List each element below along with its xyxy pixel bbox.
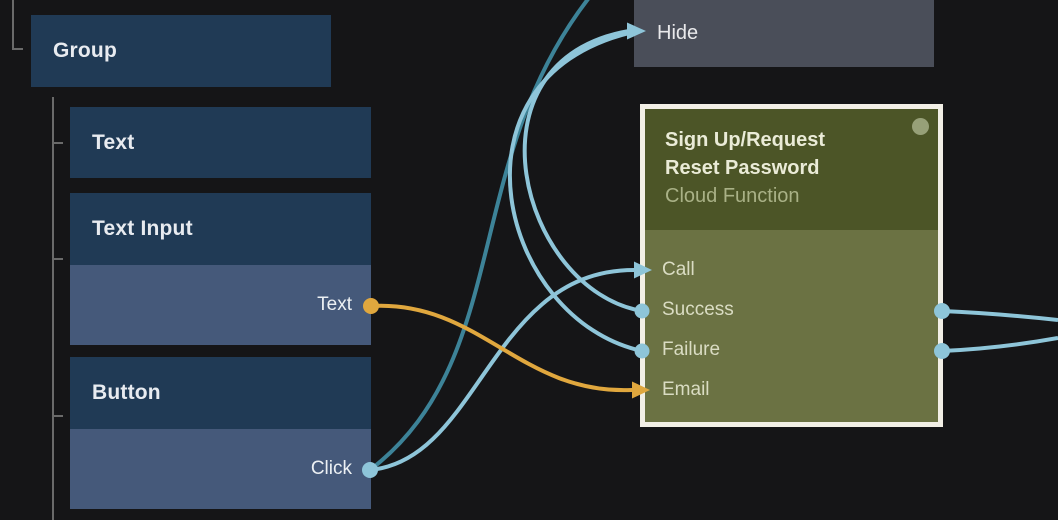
port-call-label[interactable]: Call bbox=[662, 259, 695, 280]
node-text[interactable]: Text bbox=[70, 107, 371, 178]
tree-line-root bbox=[12, 0, 23, 50]
node-text-input[interactable]: Text Input bbox=[70, 193, 371, 265]
node-text-input-ports[interactable]: Text bbox=[70, 265, 371, 345]
node-hide[interactable]: Hide bbox=[634, 0, 934, 67]
wire-failure-to-hide[interactable] bbox=[507, 31, 644, 353]
wire-success-to-offscreen-right[interactable] bbox=[941, 309, 1058, 322]
cloud-function-ports[interactable]: Call Success Failure Email bbox=[645, 230, 938, 422]
port-failure-label[interactable]: Failure bbox=[662, 339, 721, 360]
cloud-function-subtitle: Cloud Function bbox=[665, 185, 800, 207]
wire-success-to-hide[interactable] bbox=[522, 29, 644, 313]
node-text-label: Text bbox=[92, 130, 135, 154]
node-group-label: Group bbox=[53, 39, 117, 62]
wire-text-to-email[interactable] bbox=[369, 303, 634, 393]
node-button-ports[interactable]: Click bbox=[70, 429, 371, 509]
wire-click-to-call[interactable] bbox=[368, 268, 636, 472]
node-text-input-label: Text Input bbox=[92, 217, 193, 240]
port-click-output-label: Click bbox=[310, 458, 352, 479]
wire-click-to-offscreen-top[interactable] bbox=[368, 0, 608, 472]
cloud-function-header[interactable]: Sign Up/Request Reset Password Cloud Fun… bbox=[645, 109, 938, 230]
node-button-label: Button bbox=[92, 381, 161, 404]
cloud-function-title: Sign Up/Request Reset Password bbox=[665, 129, 826, 179]
status-dot bbox=[912, 118, 929, 135]
node-button[interactable]: Button bbox=[70, 357, 371, 429]
node-hide-label: Hide bbox=[657, 22, 699, 44]
node-cloud-function[interactable]: Sign Up/Request Reset Password Cloud Fun… bbox=[640, 104, 943, 427]
port-text-output-label: Text bbox=[317, 294, 352, 315]
port-email-label[interactable]: Email bbox=[662, 379, 710, 400]
node-group[interactable]: Group bbox=[31, 15, 331, 87]
port-success-label[interactable]: Success bbox=[662, 299, 734, 320]
wire-failure-to-offscreen-right[interactable] bbox=[941, 336, 1058, 353]
